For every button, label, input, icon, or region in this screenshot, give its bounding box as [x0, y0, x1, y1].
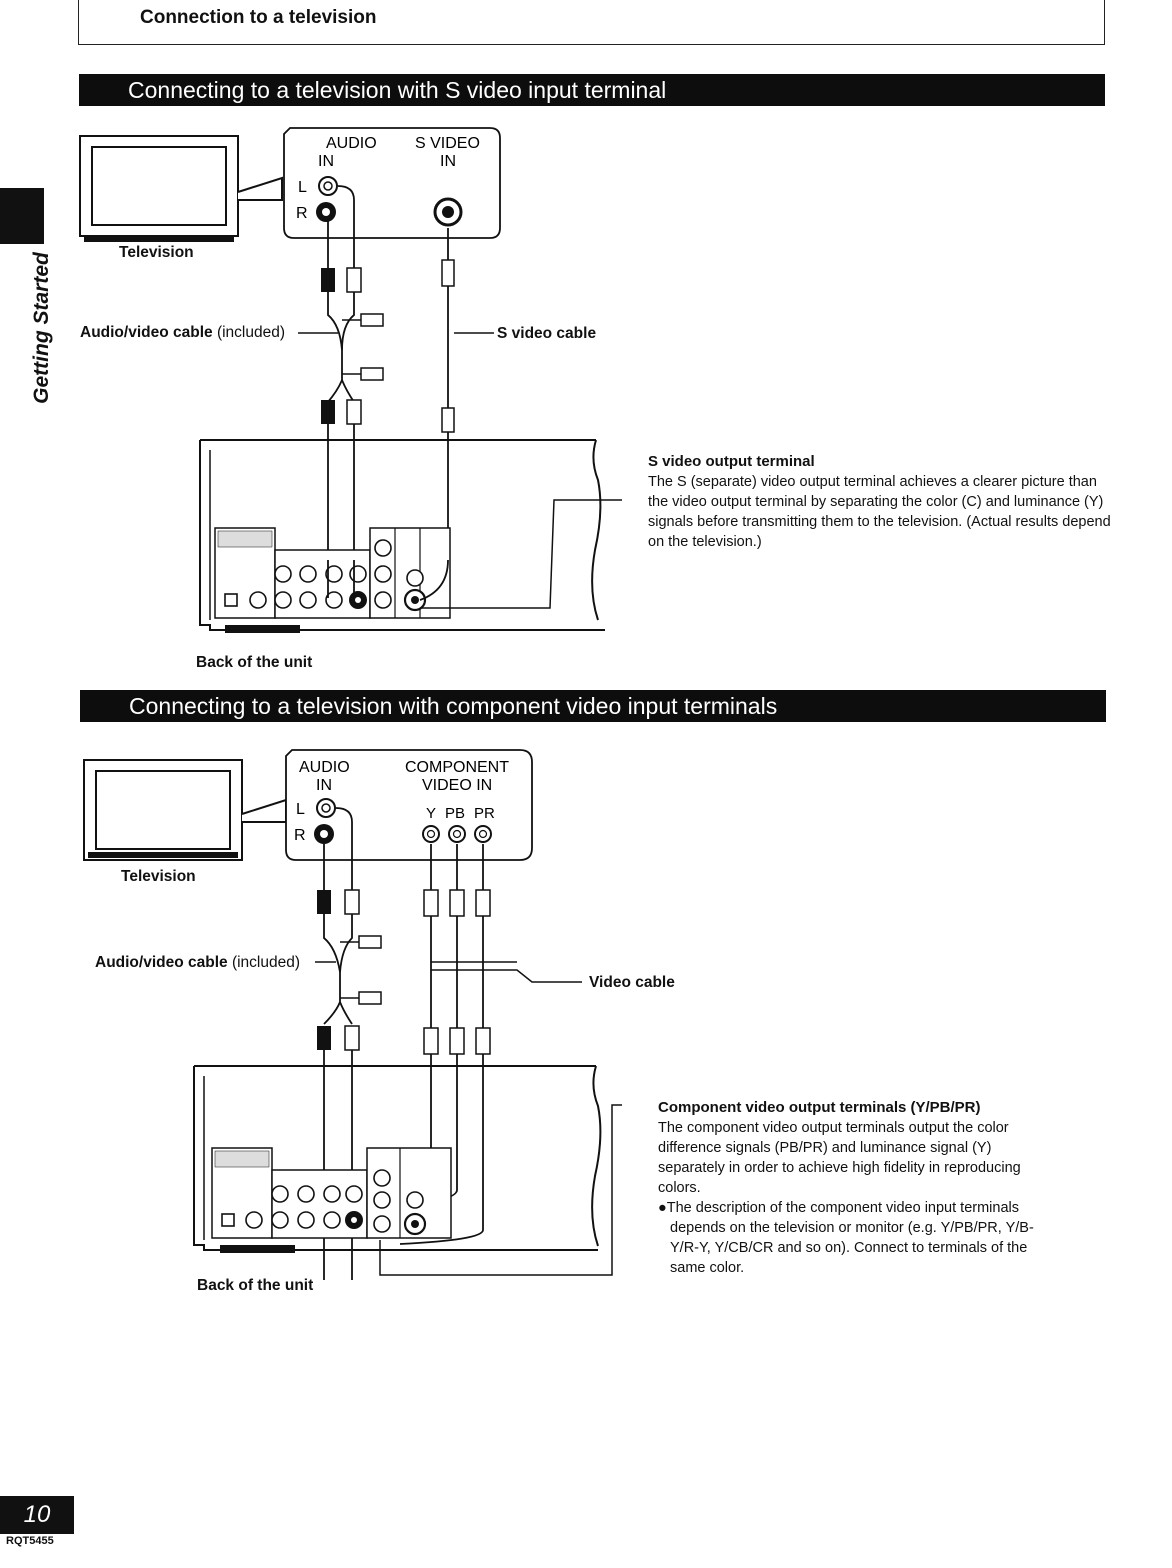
plug-l-bottom-icon [344, 1025, 360, 1051]
svideo-output-body: The S (separate) video output terminal a… [648, 474, 1111, 550]
av-cable-rest: (included) [227, 954, 301, 971]
tv-svideo-label: S VIDEO [415, 135, 480, 152]
tv-svideo-in-label: IN [440, 153, 456, 170]
component-plug-pb-top-icon [449, 889, 465, 917]
tv-terminal-panel: AUDIO IN COMPONENT VIDEO IN Y PB PR L R [285, 749, 533, 861]
tv-pr-label: PR [474, 805, 495, 822]
tv-r-label: R [296, 205, 308, 222]
section1-title-band: Connecting to a television with S video … [79, 74, 1105, 106]
cable-lines [323, 807, 484, 1280]
component-output-bullet: ●The description of the component video … [658, 1200, 1034, 1276]
side-section-label: Getting Started [30, 252, 53, 404]
tv-audio-label: AUDIO [326, 135, 377, 152]
svideo-plug-bottom-icon [441, 407, 455, 433]
av-cable-bold: Audio/video cable [80, 324, 213, 341]
tv-audio-label: AUDIO [299, 759, 350, 776]
video-plug-bottom-icon [358, 991, 382, 1005]
television-icon [83, 759, 287, 861]
unit-back-panel [199, 439, 622, 633]
component-output-description: Component video output terminals (Y/PB/P… [658, 1098, 1058, 1278]
video-cable-label: Video cable [589, 974, 675, 991]
svideo-output-title: S video output terminal [648, 453, 815, 470]
svideo-cable-label: S video cable [497, 325, 597, 342]
section1-title: Connecting to a television with S video … [128, 77, 667, 103]
tv-component-label: COMPONENT [405, 759, 509, 776]
section2-tv-label: Television [121, 868, 196, 885]
plug-r-bottom-icon [321, 400, 335, 424]
page-number: 10 [0, 1496, 74, 1534]
tv-r-label: R [294, 827, 306, 844]
television-icon [79, 135, 283, 242]
svideo-output-description: S video output terminal The S (separate)… [648, 452, 1118, 552]
av-cable-rest: (included) [212, 324, 286, 341]
plug-l-top-icon [346, 267, 362, 293]
tv-terminal-panel: AUDIO IN S VIDEO IN L R [283, 127, 501, 239]
plug-l-bottom-icon [346, 399, 362, 425]
section1-back-label: Back of the unit [196, 654, 313, 671]
component-plug-pb-bottom-icon [449, 1027, 465, 1055]
video-plug-top-icon [360, 313, 384, 327]
section2-title: Connecting to a television with componen… [129, 693, 778, 719]
svideo-connection-diagram: AUDIO IN S VIDEO IN L R [79, 127, 622, 633]
tv-y-label: Y [426, 805, 436, 822]
component-plug-y-top-icon [423, 889, 439, 917]
video-plug-bottom-icon [360, 367, 384, 381]
tv-component-in-label: VIDEO IN [422, 777, 492, 794]
plug-r-bottom-icon [317, 1026, 331, 1050]
header-box [78, 0, 1105, 45]
tv-pb-label: PB [445, 805, 465, 822]
section2-title-band: Connecting to a television with componen… [80, 690, 1106, 722]
plug-l-top-icon [344, 889, 360, 915]
component-output-body: The component video output terminals out… [658, 1120, 1021, 1196]
section2-av-cable-label: Audio/video cable (included) [95, 954, 300, 972]
audio-cable-lines [327, 185, 449, 560]
component-plug-y-bottom-icon [423, 1027, 439, 1055]
section-tab-marker [0, 188, 44, 244]
tv-l-label: L [298, 179, 307, 196]
av-cable-bold: Audio/video cable [95, 954, 228, 971]
component-plug-pr-bottom-icon [475, 1027, 491, 1055]
component-plug-pr-top-icon [475, 889, 491, 917]
unit-back-panel [193, 1065, 622, 1276]
svideo-plug-top-icon [441, 259, 455, 287]
tv-audio-in-label: IN [318, 153, 334, 170]
video-plug-top-icon [358, 935, 382, 949]
plug-r-top-icon [321, 268, 335, 292]
section1-tv-label: Television [119, 244, 194, 261]
model-number: RQT5455 [6, 1535, 54, 1547]
component-output-title: Component video output terminals (Y/PB/P… [658, 1099, 981, 1116]
section1-av-cable-label: Audio/video cable (included) [80, 324, 285, 342]
section2-back-label: Back of the unit [197, 1277, 314, 1294]
component-connection-diagram: AUDIO IN COMPONENT VIDEO IN Y PB PR L R [83, 749, 622, 1280]
plug-r-top-icon [317, 890, 331, 914]
page-header-title: Connection to a television [140, 7, 377, 28]
tv-audio-in-label: IN [316, 777, 332, 794]
tv-l-label: L [296, 801, 305, 818]
